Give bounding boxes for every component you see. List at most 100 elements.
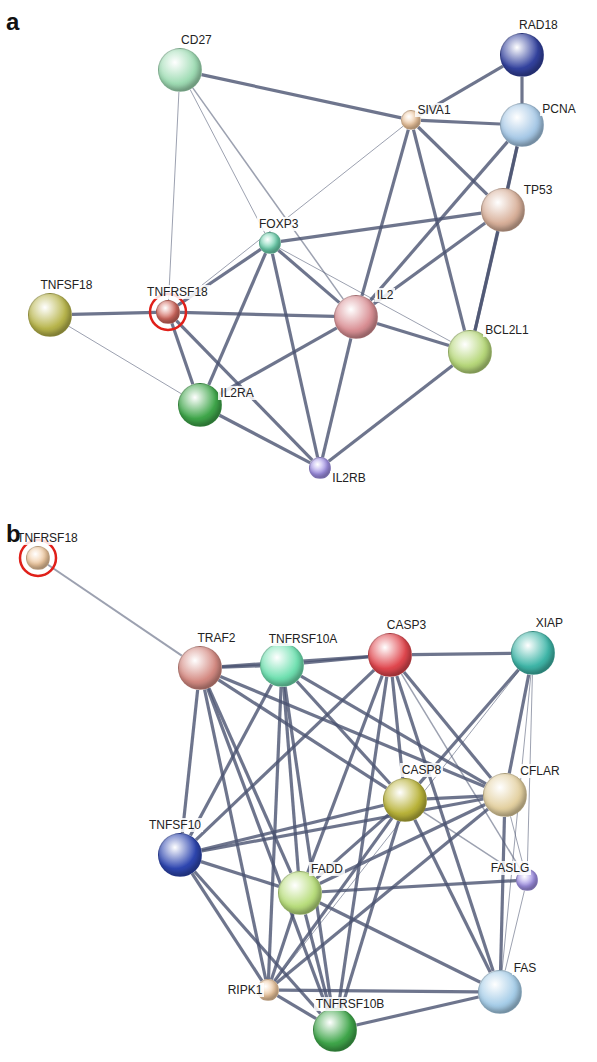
interaction-edge: [421, 120, 500, 124]
interaction-edge: [329, 365, 453, 461]
protein-node: XIAP: [511, 631, 555, 675]
interaction-edge: [182, 690, 197, 833]
protein-node: FADD: [278, 871, 322, 915]
interaction-edge: [72, 312, 156, 314]
protein-node: IL2RA: [178, 383, 222, 427]
interaction-edge: [520, 77, 523, 103]
interaction-edge: [341, 821, 398, 1009]
interaction-edge: [374, 223, 485, 304]
protein-label: TRAF2: [195, 631, 237, 645]
protein-node: TNFRSF10B: [313, 1008, 357, 1052]
interaction-edge: [277, 996, 316, 1019]
interaction-edge: [202, 75, 402, 118]
protein-label: CFLAR: [518, 764, 561, 778]
protein-label: FAS: [512, 961, 539, 975]
interaction-edge: [169, 92, 179, 300]
interaction-edge: [176, 321, 312, 461]
protein-node: CD27: [158, 48, 202, 92]
protein-node: TNFRSF10A: [260, 643, 304, 687]
panel-letter: a: [6, 8, 19, 36]
protein-label: XIAP: [534, 616, 565, 630]
protein-label: FOXP3: [257, 217, 300, 231]
interaction-edge: [177, 126, 403, 304]
interaction-edge: [322, 881, 516, 892]
protein-label: TNFSF10: [147, 818, 203, 832]
interaction-edge: [475, 231, 498, 330]
protein-node: TRAF2: [178, 646, 222, 690]
protein-node: TNFRSF18: [156, 300, 180, 324]
interaction-edge: [202, 799, 484, 851]
interaction-edge: [377, 323, 449, 345]
interaction-edge: [219, 415, 310, 463]
protein-label: CASP8: [400, 763, 443, 777]
protein-node: RAD18: [500, 33, 544, 77]
protein-node: FOXP3: [259, 232, 281, 254]
protein-node: CFLAR: [483, 773, 527, 817]
interaction-edge: [415, 820, 490, 973]
interaction-edge: [193, 88, 343, 299]
interaction-edge: [180, 312, 334, 316]
panel-letter: b: [6, 520, 21, 548]
protein-label: TNFRSF10A: [267, 632, 340, 646]
interaction-edge: [505, 891, 524, 971]
interaction-edge: [219, 328, 337, 394]
interaction-edge: [427, 796, 483, 799]
protein-label: FADD: [309, 862, 345, 876]
highlight-ring: [150, 294, 186, 330]
protein-node: TNFSF10: [158, 833, 202, 877]
highlight-ring: [20, 540, 56, 576]
protein-label: TNFRSF10B: [314, 997, 387, 1011]
protein-label: CASP3: [385, 618, 428, 632]
protein-label: TP53: [522, 183, 555, 197]
interaction-edge: [201, 862, 279, 887]
interaction-edge: [362, 130, 408, 296]
protein-node: FASLG: [516, 869, 538, 891]
protein-label: PCNA: [540, 102, 577, 116]
interaction-edge: [69, 326, 181, 393]
interaction-edge: [305, 914, 329, 1008]
protein-label: RIPK1: [226, 983, 265, 997]
interaction-edge: [209, 253, 266, 385]
interaction-edge: [501, 817, 505, 970]
interaction-edge: [304, 657, 368, 663]
protein-node: IL2RB: [309, 457, 331, 479]
interaction-edge: [276, 809, 488, 983]
interaction-edge: [320, 903, 481, 982]
protein-node: CASP3: [368, 633, 412, 677]
interaction-edge: [280, 248, 451, 341]
protein-label: TNFRSF18: [145, 285, 210, 299]
interaction-edge: [192, 873, 262, 980]
protein-label: IL2RB: [330, 471, 367, 485]
interaction-edge: [220, 676, 484, 786]
protein-node: SIVA1: [401, 110, 421, 130]
interaction-edge: [412, 653, 511, 654]
protein-label: RAD18: [517, 18, 560, 32]
interaction-edge: [323, 338, 351, 457]
interaction-edge: [413, 130, 464, 331]
protein-label: TNFSF18: [38, 278, 94, 292]
interaction-edge: [279, 990, 478, 992]
interaction-edge: [284, 687, 299, 871]
protein-node: TP53: [481, 188, 525, 232]
interaction-edge: [502, 675, 531, 970]
protein-node: CASP8: [383, 778, 427, 822]
interaction-edge: [281, 213, 481, 241]
interaction-edge: [190, 684, 271, 835]
protein-node: IL2: [334, 295, 378, 339]
interaction-edge: [278, 250, 339, 302]
protein-label: IL2RA: [218, 386, 255, 400]
protein-label: BCL2L1: [483, 323, 530, 337]
protein-node: FAS: [478, 970, 522, 1014]
protein-label: TNFRSF18: [15, 531, 80, 545]
protein-label: FASLG: [489, 861, 532, 875]
protein-label: SIVA1: [415, 103, 452, 117]
interaction-edge: [190, 90, 265, 234]
protein-node: BCL2L1: [448, 330, 492, 374]
interaction-edge: [48, 565, 182, 656]
interaction-edge: [205, 690, 266, 980]
protein-label: CD27: [179, 33, 214, 47]
interaction-edge: [338, 677, 387, 1008]
interaction-edge: [271, 914, 293, 980]
protein-node: TNFRSF18: [26, 546, 50, 570]
protein-node: RIPK1: [257, 979, 279, 1001]
